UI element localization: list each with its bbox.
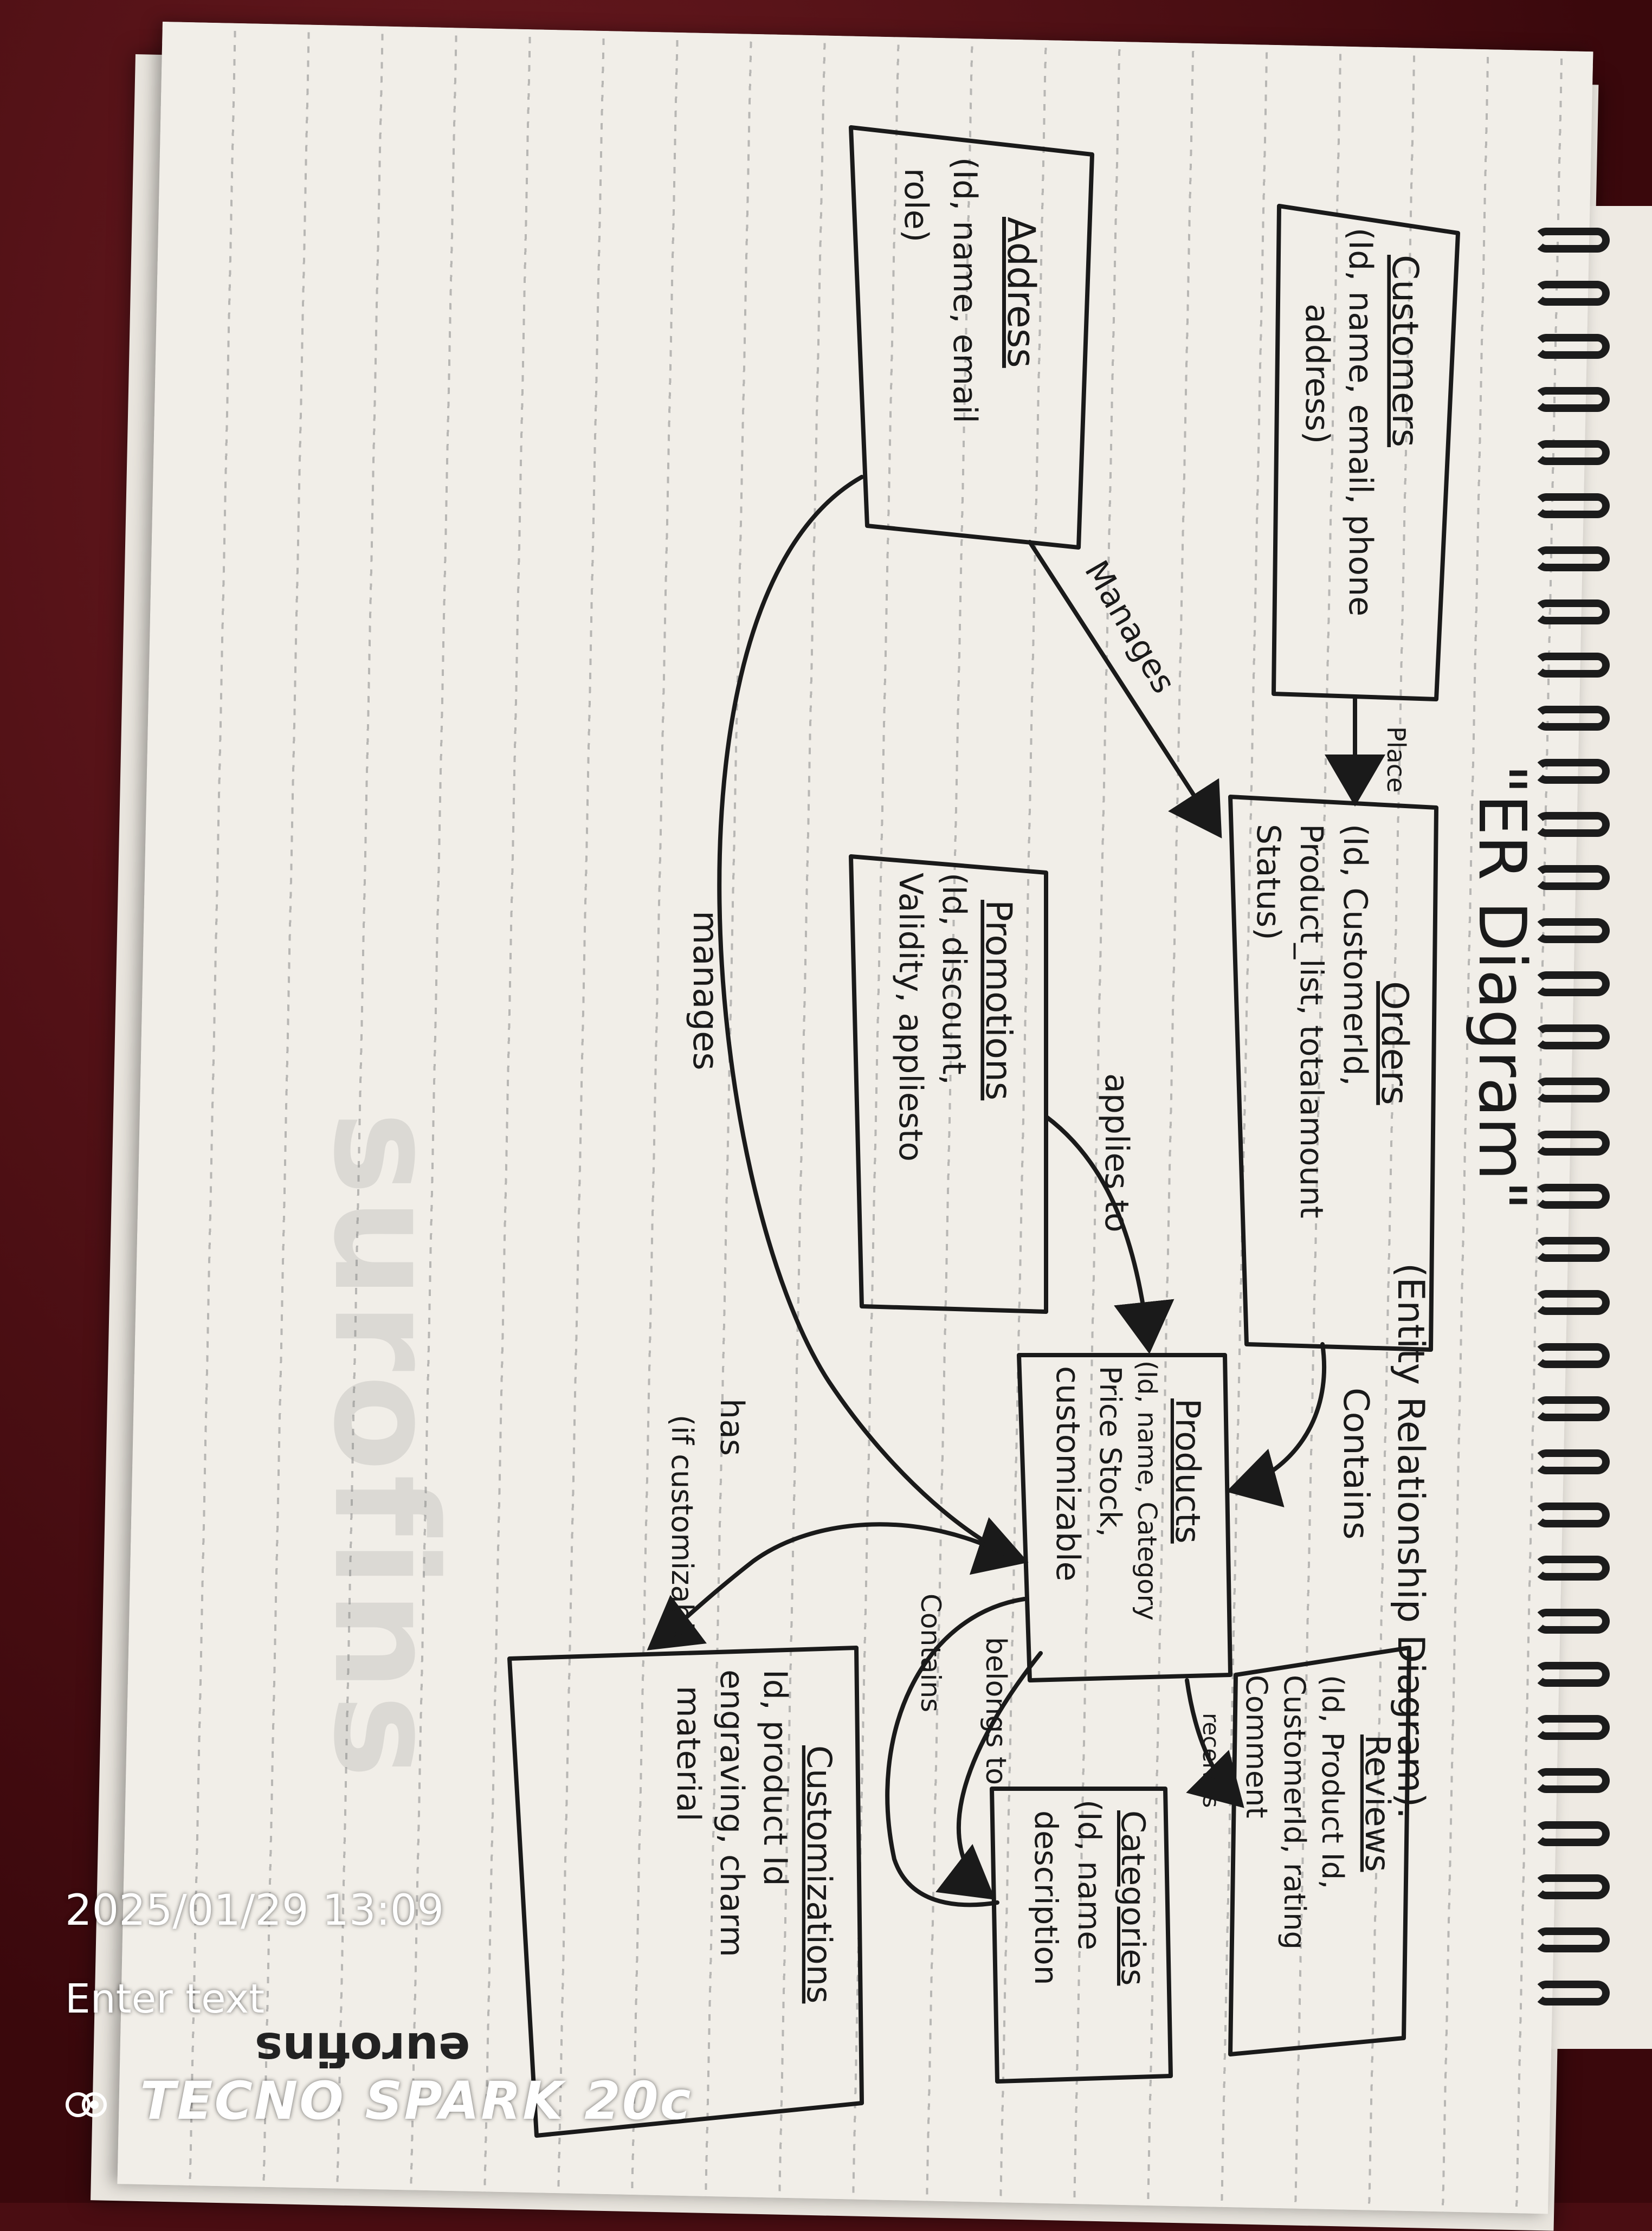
camera-logo-icon (66, 2092, 107, 2117)
spiral-ring (1534, 1290, 1610, 1315)
spiral-ring (1534, 706, 1610, 731)
customizations-title: Customizations (799, 1745, 839, 2003)
spiral-ring (1534, 281, 1610, 306)
spiral-ring (1534, 1396, 1610, 1421)
belongs-to-line (935, 1651, 1043, 1900)
promotions-box (849, 854, 1048, 1314)
diagram-title: "ER Diagram" (1464, 764, 1539, 1210)
spiral-ring (1534, 1237, 1610, 1262)
products-attr-2: Price Stock, (1093, 1366, 1127, 1537)
photo-timestamp: 2025/01/29 13:09 (65, 1886, 444, 1935)
products-attr-1: (Id, name, Category (1132, 1360, 1162, 1621)
spiral-ring (1534, 1981, 1610, 2006)
spiral-ring (1534, 1662, 1610, 1687)
customers-box (1272, 204, 1460, 701)
spiral-ring (1534, 1927, 1610, 1952)
categories-attr-1: (Id, name (1071, 1800, 1108, 1950)
spiral-ring (1534, 1821, 1610, 1846)
notebook-spiral (1534, 228, 1610, 2027)
customers-title: Customers (1384, 255, 1426, 447)
orders-attr-3: Status) (1249, 824, 1287, 940)
spiral-ring (1534, 1556, 1610, 1581)
manages-orders-line (1028, 540, 1222, 839)
promotions-attr-1: (Id, discount, (935, 873, 973, 1085)
diagram-subtitle: (Entity Relationship Diagram). (1389, 1263, 1432, 1819)
reviews-attr-2: CustomerId, rating (1277, 1675, 1312, 1950)
reviews-attr-3: Comment (1240, 1675, 1274, 1819)
spiral-ring (1534, 1874, 1610, 1899)
orders-attr-2: Product_list, totalamount (1293, 824, 1330, 1218)
spiral-ring (1534, 493, 1610, 518)
address-attr-1: (Id, name, email (946, 157, 984, 423)
spiral-ring (1534, 1343, 1610, 1368)
categories-box (990, 1787, 1173, 2084)
spiral-ring (1534, 1609, 1610, 1634)
orders-attr-1: (Id, CustomerId, (1336, 824, 1374, 1086)
spiral-ring (1534, 1078, 1610, 1102)
manages-products-label: manages (685, 911, 725, 1071)
customers-attr-1: (Id, name, email, phone (1341, 228, 1379, 616)
spiral-ring (1534, 1503, 1610, 1527)
spiral-ring (1534, 1131, 1610, 1156)
spiral-ring (1534, 1184, 1610, 1209)
camera-brand: TECNO SPARK 20c (140, 2071, 693, 2131)
customizations-attr-2: engraving, charm (713, 1669, 751, 1957)
spiral-ring (1534, 653, 1610, 678)
has-customizations-line (647, 1522, 1021, 1650)
spiral-ring (1534, 918, 1610, 943)
camera-watermark: TECNO SPARK 20c (65, 2071, 693, 2131)
customers-attr-2: address) (1298, 304, 1336, 444)
spiral-ring (1534, 599, 1610, 624)
spiral-ring (1534, 865, 1610, 890)
address-box (849, 125, 1094, 550)
reviews-box (1228, 1646, 1411, 2056)
photo-caption: Enter text (65, 1976, 265, 2022)
receives-label: receives (1198, 1713, 1224, 1808)
manages-orders-label: Manages (1077, 554, 1183, 700)
spiral-ring (1534, 1449, 1610, 1474)
contains-categories-line (885, 1597, 1027, 1907)
spiral-ring (1534, 387, 1610, 412)
products-title: Products (1168, 1398, 1208, 1544)
spiral-ring (1534, 228, 1610, 253)
eurofins-logo: eurofins (255, 2022, 470, 2076)
if-customizable-label: (if customizable (665, 1415, 699, 1648)
spiral-ring (1534, 1715, 1610, 1740)
spiral-ring (1534, 971, 1610, 996)
customizations-box (507, 1646, 864, 2138)
products-attr-3: customizable (1049, 1366, 1087, 1582)
spiral-ring (1534, 1768, 1610, 1793)
place-label: Place (1382, 726, 1411, 792)
spiral-ring (1534, 759, 1610, 784)
contains-orders-products-label: Contains (1335, 1388, 1376, 1539)
customizations-attr-3: material (669, 1686, 707, 1821)
contains-orders-products-line (1226, 1342, 1327, 1507)
applies-to-label: applies to (1098, 1073, 1135, 1233)
address-title: Address (999, 217, 1043, 368)
spiral-ring (1534, 1024, 1610, 1049)
reviews-title: Reviews (1358, 1734, 1397, 1872)
belongs-to-label: belongs to (979, 1637, 1012, 1785)
customizations-attr-1: Id, product Id (756, 1669, 794, 1886)
address-attr-2: role) (897, 168, 935, 242)
spiral-ring (1534, 546, 1610, 571)
spiral-ring (1534, 440, 1610, 465)
receives-line (1185, 1678, 1244, 1808)
orders-title: Orders (1373, 981, 1416, 1105)
spiral-ring (1534, 812, 1610, 837)
promotions-title: Promotions (978, 900, 1019, 1100)
reviews-attr-1: (Id, Product Id, (1315, 1675, 1350, 1889)
has-label: has (713, 1398, 751, 1456)
applies-to-line (1044, 1114, 1175, 1354)
contains-categories-label: Contains (915, 1594, 946, 1712)
spiral-ring (1534, 334, 1610, 359)
manages-products-line (717, 475, 1029, 1575)
categories-title: Categories (1114, 1810, 1152, 1985)
categories-attr-2: description (1028, 1810, 1064, 1985)
promotions-attr-2: Validity, appliesto (892, 873, 930, 1162)
